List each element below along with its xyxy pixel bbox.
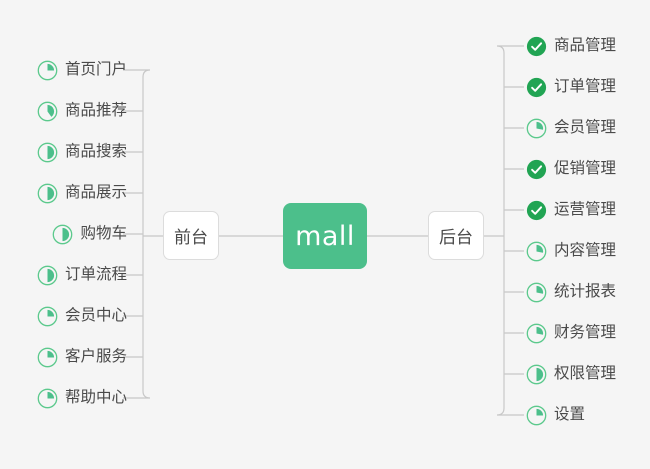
leaf-item-label: 运营管理 xyxy=(554,200,617,219)
leaf-item-label: 设置 xyxy=(554,405,586,424)
leaf-item-label: 会员中心 xyxy=(64,306,127,325)
leaf-item-label: 权限管理 xyxy=(554,364,617,383)
leaf-item-label: 商品推荐 xyxy=(64,101,127,120)
leaf-item[interactable]: 客户服务 xyxy=(37,344,127,370)
leaf-item[interactable]: 会员中心 xyxy=(37,303,127,329)
left-branch-wires xyxy=(123,69,151,399)
leaf-item-label: 会员管理 xyxy=(554,118,617,137)
progress-pie-icon xyxy=(37,60,58,81)
check-circle-icon xyxy=(526,36,547,57)
leaf-item-label: 内容管理 xyxy=(554,241,617,260)
progress-pie-icon xyxy=(526,405,547,426)
check-circle-icon xyxy=(526,159,547,180)
leaf-item[interactable]: 商品展示 xyxy=(37,180,127,206)
leaf-item-label: 帮助中心 xyxy=(64,388,127,407)
progress-pie-icon xyxy=(37,388,58,409)
leaf-item[interactable]: 订单管理 xyxy=(526,74,616,100)
progress-pie-icon xyxy=(526,118,547,139)
progress-pie-icon xyxy=(37,183,58,204)
progress-pie-icon xyxy=(37,101,58,122)
check-circle-icon xyxy=(526,200,547,221)
leaf-item[interactable]: 内容管理 xyxy=(526,238,616,264)
leaf-item-label: 促销管理 xyxy=(554,159,617,178)
leaf-item[interactable]: 运营管理 xyxy=(526,197,616,223)
leaf-item[interactable]: 统计报表 xyxy=(526,279,616,305)
leaf-item-label: 首页门户 xyxy=(64,60,127,79)
progress-pie-icon xyxy=(37,265,58,286)
leaf-item[interactable]: 首页门户 xyxy=(37,57,127,83)
branch-node-frontend[interactable]: 前台 xyxy=(163,211,219,260)
progress-pie-icon xyxy=(37,347,58,368)
right-branch-wires xyxy=(496,45,524,416)
leaf-item-label: 统计报表 xyxy=(554,282,617,301)
progress-pie-icon xyxy=(52,224,73,245)
progress-pie-icon xyxy=(526,241,547,262)
progress-pie-icon xyxy=(526,323,547,344)
leaf-item-label: 商品搜索 xyxy=(64,142,127,161)
leaf-item[interactable]: 商品搜索 xyxy=(37,139,127,165)
leaf-item[interactable]: 商品推荐 xyxy=(37,98,127,124)
leaf-item[interactable]: 商品管理 xyxy=(526,33,616,59)
leaf-item[interactable]: 帮助中心 xyxy=(37,385,127,411)
leaf-item[interactable]: 购物车 xyxy=(52,221,127,247)
leaf-item-label: 财务管理 xyxy=(554,323,617,342)
leaf-item[interactable]: 订单流程 xyxy=(37,262,127,288)
leaf-item[interactable]: 权限管理 xyxy=(526,361,616,387)
leaf-item-label: 商品管理 xyxy=(554,36,617,55)
progress-pie-icon xyxy=(526,364,547,385)
leaf-item-label: 商品展示 xyxy=(64,183,127,202)
leaf-item[interactable]: 财务管理 xyxy=(526,320,616,346)
leaf-item-label: 订单流程 xyxy=(64,265,127,284)
progress-pie-icon xyxy=(526,282,547,303)
leaf-item-label: 购物车 xyxy=(80,224,127,243)
check-circle-icon xyxy=(526,77,547,98)
leaf-item-label: 订单管理 xyxy=(554,77,617,96)
leaf-item[interactable]: 会员管理 xyxy=(526,115,616,141)
leaf-item[interactable]: 设置 xyxy=(526,402,585,428)
leaf-item[interactable]: 促销管理 xyxy=(526,156,616,182)
root-node-mall[interactable]: mall xyxy=(283,203,367,269)
progress-pie-icon xyxy=(37,306,58,327)
branch-node-backend[interactable]: 后台 xyxy=(428,211,484,260)
progress-pie-icon xyxy=(37,142,58,163)
leaf-item-label: 客户服务 xyxy=(64,347,127,366)
